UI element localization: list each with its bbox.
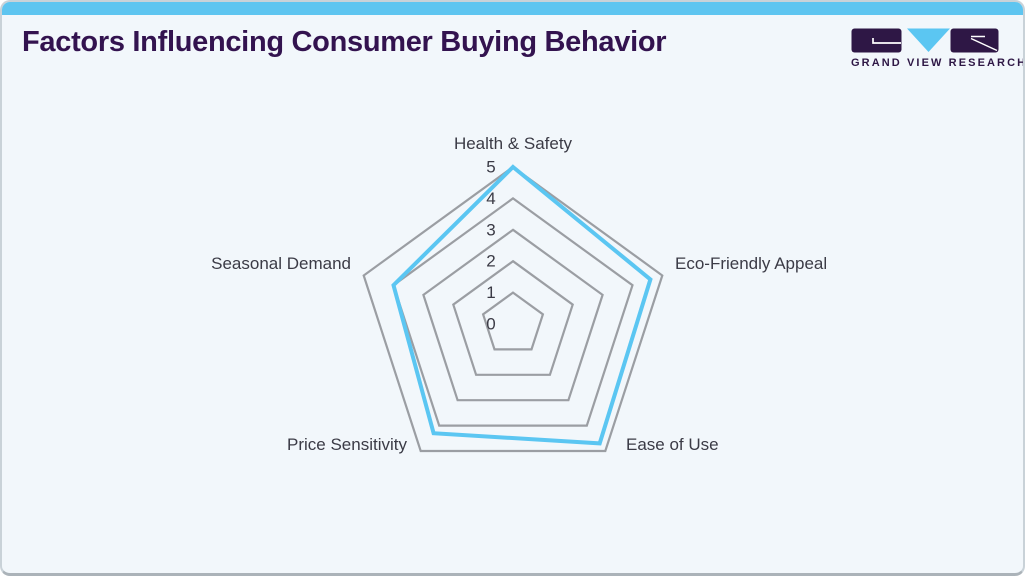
grid-ring-4 [392, 197, 634, 427]
header: Factors Influencing Consumer Buying Beha… [22, 26, 1023, 70]
tick-label-1: 1 [486, 283, 495, 302]
logo-g-block [851, 28, 902, 53]
tick-label-2: 2 [486, 252, 495, 271]
axis-label-eco-friendly-appeal: Eco-Friendly Appeal [675, 254, 827, 273]
gvr-logo: GRAND VIEW RESEARCH [851, 28, 1023, 69]
logo-r-glyph [970, 35, 998, 52]
grid-ring-1 [481, 291, 545, 351]
logo-g-glyph [872, 38, 901, 44]
axis-label-seasonal-demand: Seasonal Demand [211, 254, 351, 273]
tick-label-3: 3 [486, 220, 495, 239]
gvr-logo-mark [851, 28, 999, 53]
gvr-logo-text: GRAND VIEW RESEARCH [851, 57, 1025, 69]
tick-label-5: 5 [486, 158, 495, 177]
data-polygon [391, 164, 653, 446]
page-title: Factors Influencing Consumer Buying Beha… [22, 26, 667, 58]
axis-label-health-safety: Health & Safety [454, 134, 573, 153]
top-accent-bar [2, 2, 1023, 15]
logo-v-triangle [907, 28, 950, 52]
tick-label-4: 4 [486, 189, 495, 208]
tick-label-0: 0 [486, 315, 495, 334]
grid-ring-3 [422, 228, 604, 402]
grid-ring-5 [362, 165, 664, 453]
axis-label-price-sensitivity: Price Sensitivity [287, 435, 407, 454]
grid-ring-2 [452, 259, 574, 376]
axis-label-ease-of-use: Ease of Use [626, 435, 719, 454]
